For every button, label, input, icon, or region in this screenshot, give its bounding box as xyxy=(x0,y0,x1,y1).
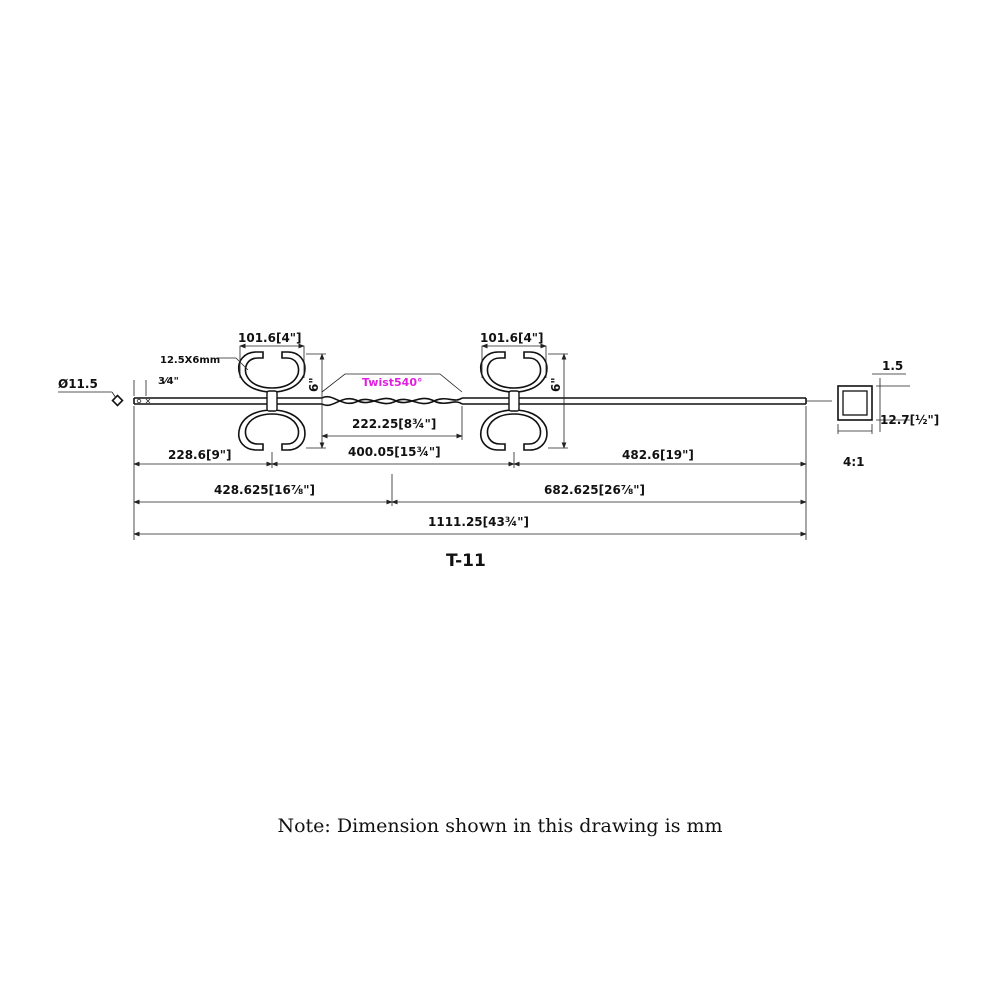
end-detail-left xyxy=(58,380,151,407)
twist-label: Twist540° xyxy=(362,376,423,389)
dimension-lines xyxy=(133,343,807,540)
tube-section-detail xyxy=(806,373,910,434)
twist-section xyxy=(321,373,463,407)
scroll-right xyxy=(480,351,548,451)
between-scrolls-label: 400.05[15¾"] xyxy=(348,445,441,459)
right-segment-label: 682.625[26⅞"] xyxy=(544,483,645,497)
to-end-label: 482.6[19"] xyxy=(622,448,694,462)
height-right-label: 6" xyxy=(549,377,563,392)
twist-length-label: 222.25[8¾"] xyxy=(352,417,436,431)
left-segment-label: 428.625[16⅞"] xyxy=(214,483,315,497)
dimension-note: Note: Dimension shown in this drawing is… xyxy=(277,815,722,837)
overall-length-label: 1111.25[43¾"] xyxy=(428,515,529,529)
to-first-scroll-label: 228.6[9"] xyxy=(168,448,232,462)
diameter-label: Ø11.5 xyxy=(58,377,98,391)
height-left-label: 6" xyxy=(307,377,321,392)
width-right-label: 101.6[4"] xyxy=(480,331,544,345)
main-bar xyxy=(133,397,807,405)
wall-thickness-label: 1.5 xyxy=(882,359,903,373)
width-left-label: 101.6[4"] xyxy=(238,331,302,345)
tube-size-label: 12.7[½"] xyxy=(880,413,939,427)
scroll-left xyxy=(238,351,306,451)
scale-label: 4:1 xyxy=(843,455,865,469)
fraction-label: 3⁄4" xyxy=(158,376,179,387)
scroll-size-label: 12.5X6mm xyxy=(160,355,220,366)
part-number-title: T-11 xyxy=(446,551,486,571)
